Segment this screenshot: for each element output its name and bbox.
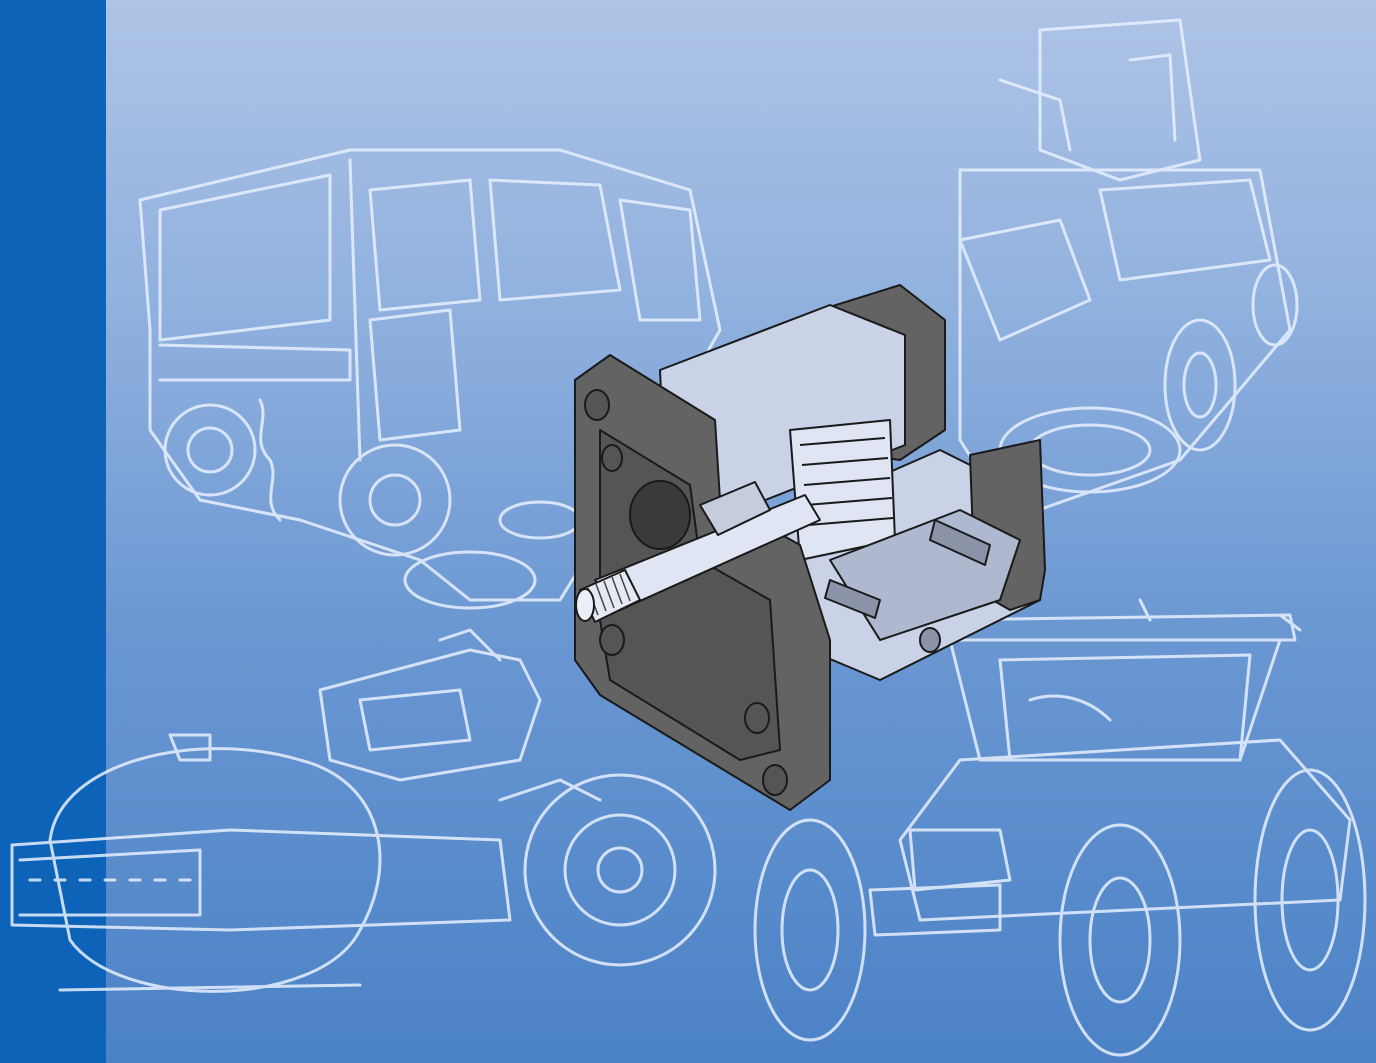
shaft-collar	[699, 481, 771, 536]
port-bore	[919, 627, 941, 653]
bolt-hole-top-left	[584, 389, 610, 421]
thread-insert-right	[929, 519, 991, 566]
shaft-seal	[629, 480, 691, 550]
bolt-hole-bottom-left	[599, 624, 625, 656]
bolt-hole-inner	[601, 444, 623, 472]
tractor-illustration	[753, 598, 1367, 1057]
shaft-tip	[575, 588, 595, 622]
thread-insert-left	[824, 579, 881, 619]
side-color-band	[0, 0, 106, 1063]
street-sweeper-illustration	[138, 148, 722, 610]
bolt-hole-mid-right	[744, 702, 770, 734]
ride-on-mower-illustration	[958, 18, 1299, 522]
bolt-hole-bottom-right	[762, 764, 788, 796]
road-roller-illustration	[10, 628, 717, 993]
drive-gear	[789, 419, 896, 561]
